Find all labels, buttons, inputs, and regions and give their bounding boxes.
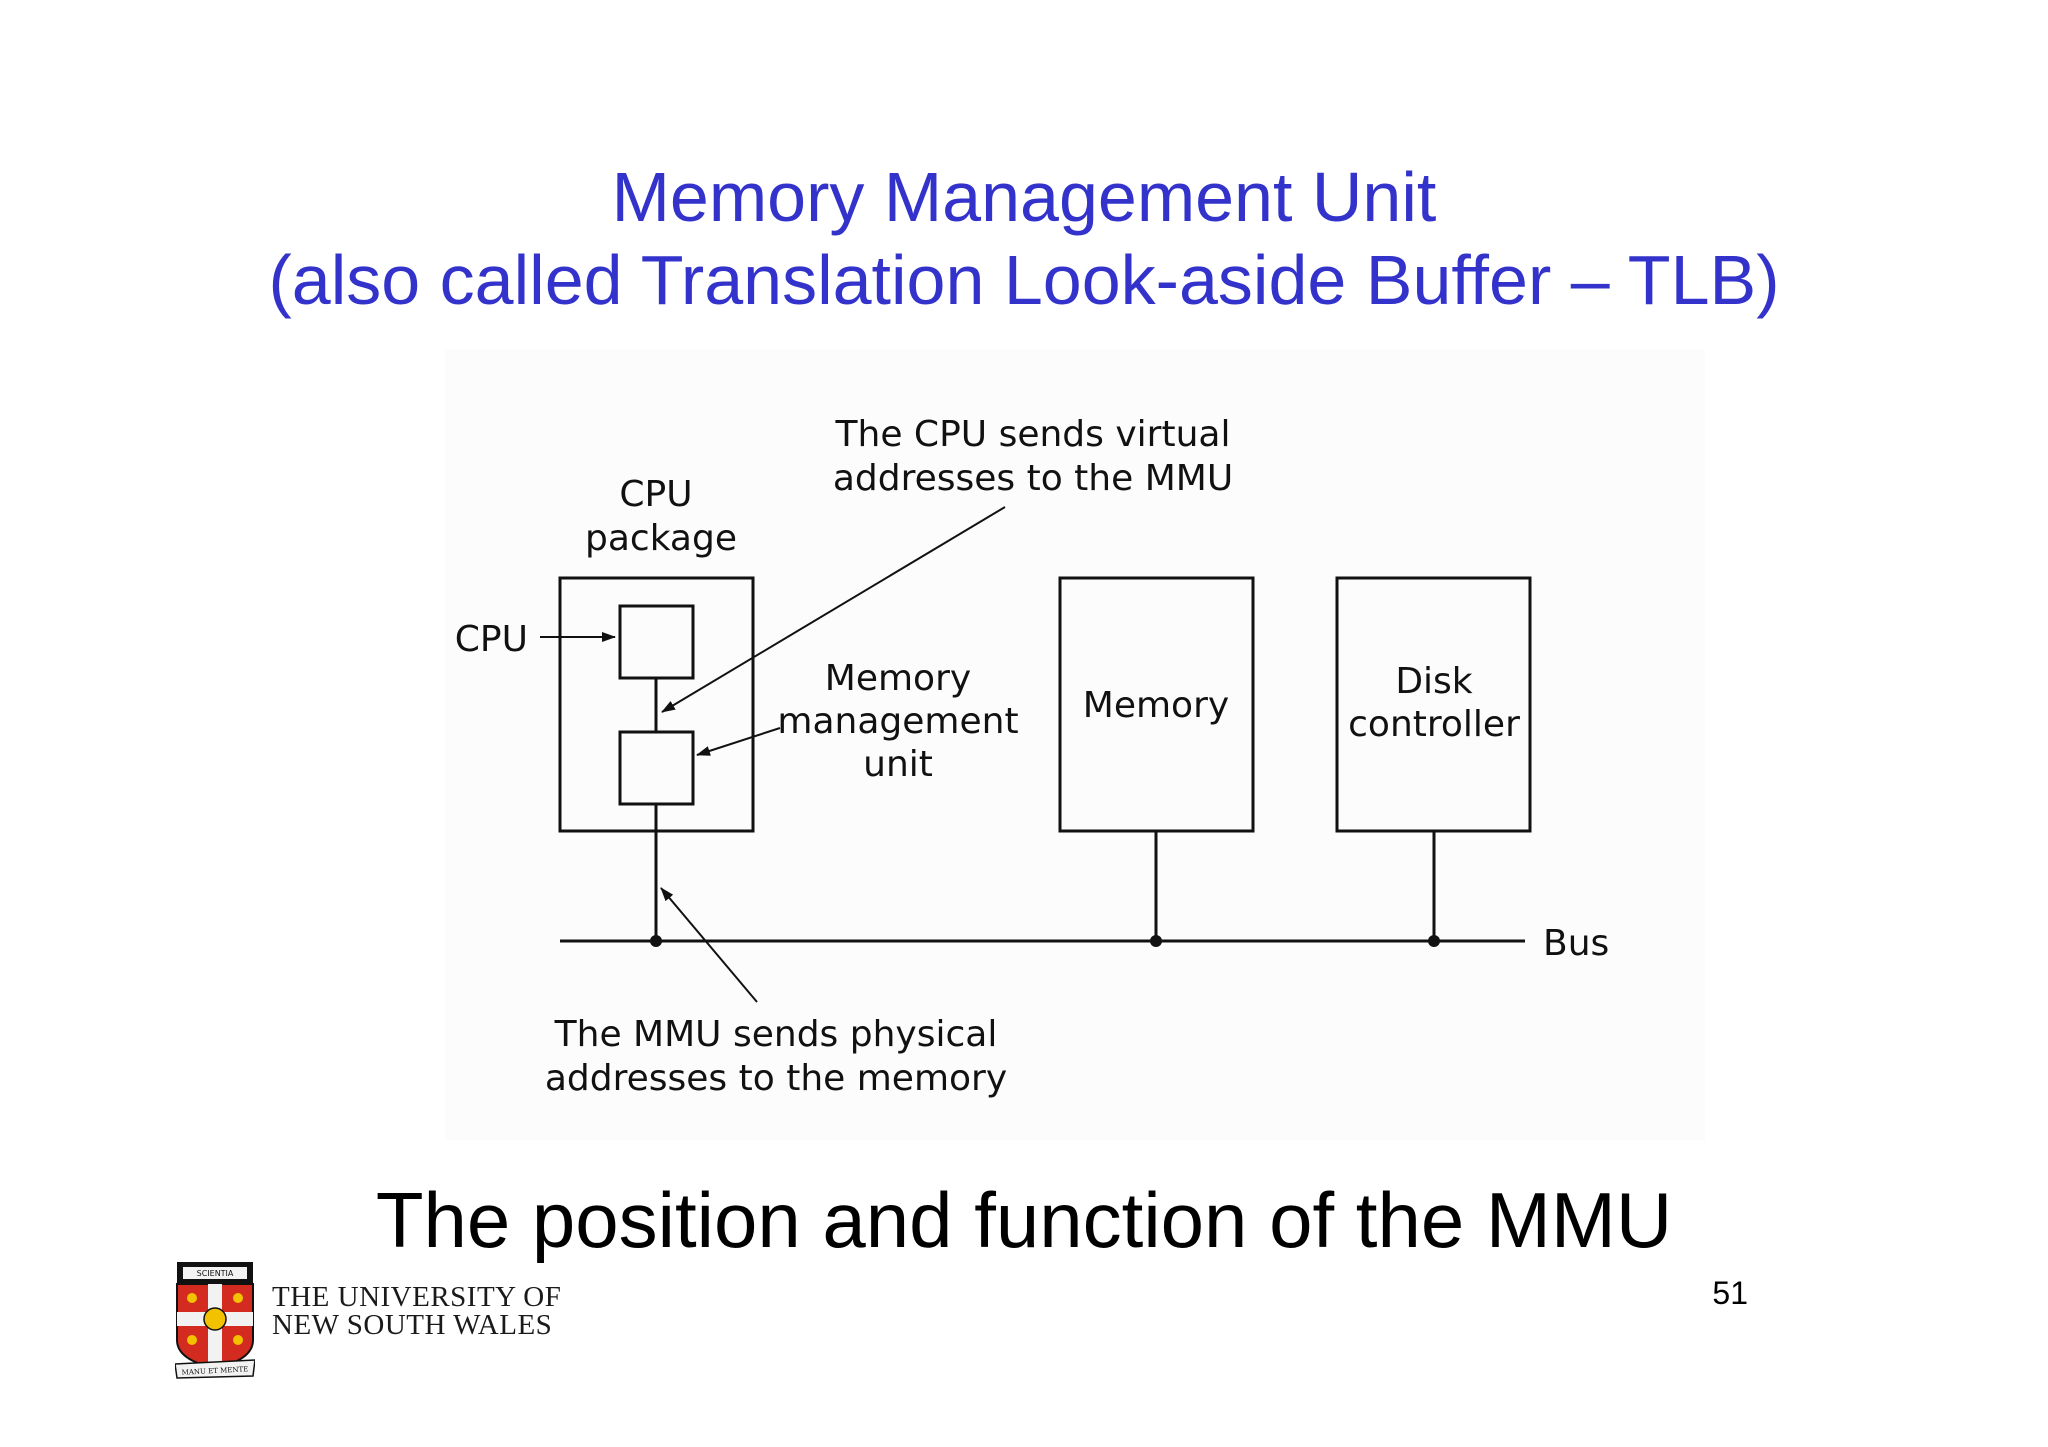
bus-junction-cpu [650,935,662,947]
bus-label: Bus [1543,923,1609,964]
cpu-package-label-2: package [585,518,737,559]
university-wordmark-line2: NEW SOUTH WALES [272,1309,553,1341]
unsw-crest-icon: SCIENTIA MANU ET MENTE [175,1262,255,1379]
virtual-address-arrow [661,506,1006,713]
svg-text:SCIENTIA: SCIENTIA [197,1269,234,1278]
mmu-label-arrow [696,727,781,756]
slide-title: Memory Management Unit [611,158,1437,236]
physical-note-2: addresses to the memory [545,1058,1007,1099]
university-wordmark: THE UNIVERSITY OF NEW SOUTH WALES [272,1281,562,1341]
mmu-label-1: Memory [825,658,971,699]
slide-subtitle: (also called Translation Look-aside Buff… [268,241,1780,319]
bus-junction-disk [1428,935,1440,947]
memory-label: Memory [1083,685,1229,726]
page-number: 51 [1712,1275,1748,1311]
figure-caption: The position and function of the MMU [375,1176,1673,1264]
disk-label-2: controller [1348,704,1520,745]
cpu-label: CPU [455,619,528,660]
bus-junction-memory [1150,935,1162,947]
virtual-note-2: addresses to the MMU [833,458,1233,499]
svg-text:MANU ET MENTE: MANU ET MENTE [182,1365,249,1376]
disk-label-1: Disk [1395,661,1472,702]
diagram-background [445,350,1705,1140]
university-wordmark-line1: THE UNIVERSITY OF [272,1281,562,1313]
cpu-package-label-1: CPU [619,474,692,515]
physical-address-arrow [660,887,758,1003]
mmu-label-3: unit [863,744,933,785]
virtual-note-1: The CPU sends virtual [835,414,1231,455]
mmu-label-2: management [777,701,1018,742]
cpu-box [618,604,695,680]
physical-note-1: The MMU sends physical [554,1014,998,1055]
mmu-box [618,730,695,806]
